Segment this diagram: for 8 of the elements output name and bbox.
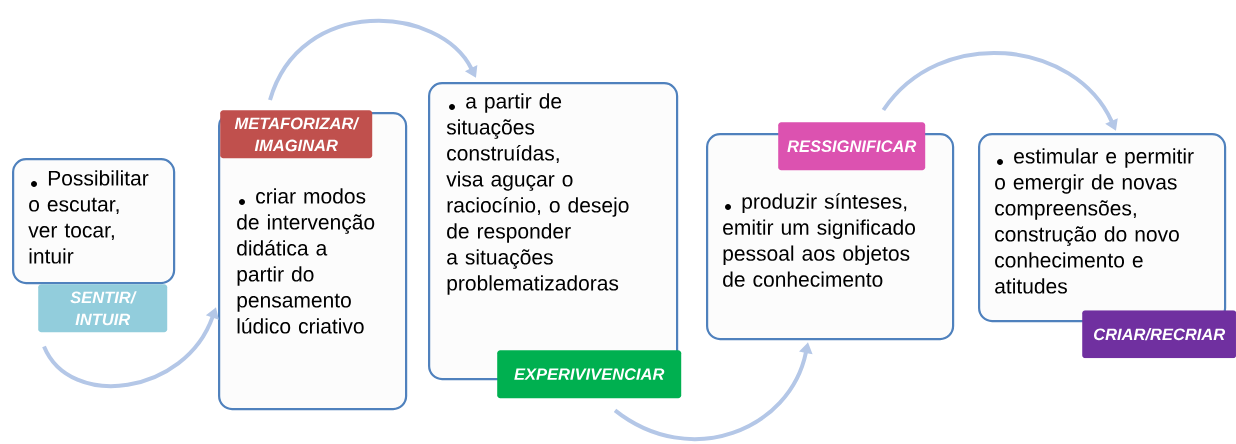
label-tab: EXPERIVIVENCIAR (497, 350, 682, 399)
arrow (268, 19, 478, 101)
process-box: Possibilitar o escutar, ver tocar, intuir (12, 158, 176, 285)
label-tab: RESSIGNIFICAR (778, 122, 926, 171)
label-tab: CRIAR/RECRIAR (1082, 310, 1236, 359)
label-tab: METAFORIZAR/ IMAGINAR (220, 110, 373, 159)
process-box: estimular e permitir o emergir de novas compreensões, construção do novo conhecimento e atitudes (978, 133, 1227, 323)
label-tab: SENTIR/ INTUIR (38, 284, 168, 333)
